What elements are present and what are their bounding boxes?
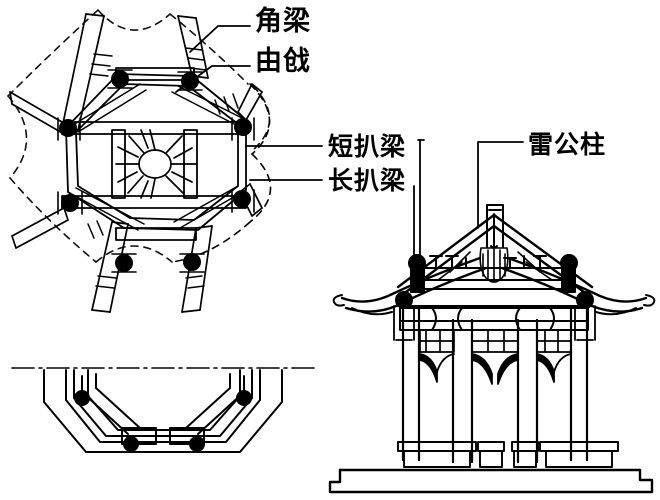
king-post-pendant <box>479 247 509 283</box>
upper-joint-posts <box>410 267 576 293</box>
leader-jiao-liang <box>189 25 251 53</box>
label-you-qiang: 由戗 <box>255 46 311 77</box>
eave-column-dots <box>74 390 252 452</box>
eave-outline-dashed <box>7 9 271 263</box>
columns <box>401 306 589 464</box>
label-jiao-liang: 角梁 <box>255 6 311 37</box>
leader-lei-gong-zhu <box>477 141 524 229</box>
label-chang-pa-liang: 长扒梁 <box>328 166 407 195</box>
view-pavilion-elevation <box>328 204 656 494</box>
eave-outline-dashed-right <box>171 83 272 263</box>
view-eave-beam-plan <box>11 367 319 453</box>
lower-joint-dots <box>395 291 594 309</box>
central-hub-assembly <box>115 129 197 199</box>
diagonal-braces <box>67 83 247 231</box>
label-lei-gong-zhu: 雷公柱 <box>528 130 607 159</box>
corner-brackets <box>419 353 572 385</box>
bench-seats <box>397 441 619 468</box>
platform <box>328 468 654 494</box>
label-duan-pa-liang: 短扒梁 <box>328 132 407 161</box>
capital-brackets <box>393 305 596 341</box>
hip-rafters <box>9 13 263 313</box>
eave-tips <box>332 294 656 316</box>
column-joint-brackets <box>57 69 255 273</box>
leader-you-qiang <box>175 65 251 93</box>
lattice-panels <box>419 329 572 353</box>
column-joint-dots <box>59 70 252 272</box>
view-roof-frame-plan <box>7 9 272 313</box>
trimmer-beams <box>61 67 247 241</box>
architrave <box>397 305 591 331</box>
inner-purlin-ring <box>65 73 247 231</box>
